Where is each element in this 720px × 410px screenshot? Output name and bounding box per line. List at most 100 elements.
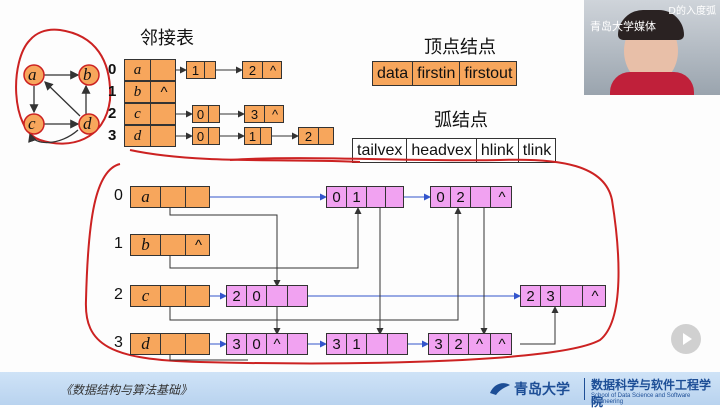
adj-vertex-row: a [124, 59, 176, 81]
play-icon [683, 333, 692, 345]
graph-node [78, 113, 100, 135]
adj-list-node: 2 [298, 127, 334, 145]
adj-index: 3 [108, 127, 117, 144]
arc-tail: 2 [521, 286, 541, 306]
arc-tlink: ^ [498, 188, 506, 206]
arc-tlink [386, 187, 405, 207]
ol-arc-node: 0 2 ^ [430, 186, 512, 208]
arc-tlink: ^ [591, 287, 599, 305]
arc-field: headvex [407, 139, 477, 162]
arc-hlink: ^ [267, 334, 288, 354]
arc-tail: 3 [327, 334, 347, 354]
play-button[interactable] [671, 324, 701, 354]
adj-list-node: 0 [192, 105, 220, 123]
ol-arc-node: 3 1 [326, 333, 408, 355]
vertex-node-title: 顶点结点 [424, 37, 496, 58]
ol-vertex: c [131, 286, 161, 306]
adj-index: 2 [108, 105, 117, 122]
presenter-shirt [610, 72, 694, 95]
graph-diagram [15, 28, 620, 365]
graph-edge [44, 81, 81, 117]
ol-index: 3 [114, 334, 123, 351]
ol-arc-node: 0 1 [326, 186, 404, 208]
adj-vertex: a [125, 60, 151, 80]
annotation-stroke [15, 28, 112, 145]
ol-firstout [186, 187, 211, 207]
arc-hlink [561, 286, 583, 306]
ol-index: 1 [114, 235, 123, 252]
arc-field: tailvex [353, 139, 408, 162]
adj-node-link [319, 128, 335, 144]
university-logo [488, 377, 512, 401]
adj-node-link [261, 128, 273, 144]
adj-node-value: 0 [193, 106, 209, 122]
vertex-field: firstin [413, 62, 461, 85]
arc-field: hlink [477, 139, 519, 162]
annotation-stroke [84, 157, 620, 365]
arc-tail: 0 [431, 187, 451, 207]
arc-head: 3 [541, 286, 561, 306]
graph-node [23, 113, 45, 135]
adj-node-value: 2 [299, 128, 319, 144]
presenter-hair [618, 10, 684, 40]
vertex-field: firstout [464, 64, 513, 82]
arc-head: 2 [449, 334, 469, 354]
adj-vertex-row: d [124, 125, 176, 147]
graph-node-label: a [28, 65, 37, 84]
arc-field: tlink [522, 141, 552, 159]
graph-node-label: c [28, 114, 36, 133]
arc-tail: 3 [429, 334, 449, 354]
adj-list-node: 0 [192, 127, 220, 145]
arc-hlink [367, 187, 386, 207]
graph-node [23, 64, 45, 86]
arc-head: 1 [347, 187, 367, 207]
ol-arc-node: 3 2 ^ ^ [428, 333, 512, 355]
ol-firstin [161, 334, 186, 354]
ol-pointer [520, 306, 559, 345]
ol-pointer [169, 207, 462, 321]
ol-index: 0 [114, 187, 123, 204]
adj-node-value: 0 [193, 128, 209, 144]
university-name: 青岛大学 [514, 382, 570, 398]
arc-tlink [288, 286, 309, 306]
ol-vertex: d [131, 334, 161, 354]
video-overlay-text: D的入度弧 [668, 6, 716, 17]
footer-divider [584, 378, 585, 400]
adj-pointer-cell [151, 126, 177, 146]
adjacency-list-title: 邻接表 [140, 28, 194, 49]
arc-tail: 2 [227, 286, 247, 306]
adj-node-null: ^ [269, 62, 277, 78]
adj-node-value: 2 [243, 62, 263, 78]
ol-vertex-node: c [130, 285, 210, 307]
arc-tlink [388, 334, 409, 354]
adj-vertex-row: c [124, 103, 176, 125]
ol-firstin [161, 187, 186, 207]
footer-bar: 《数据结构与算法基础》 青岛大学 数据科学与软件工程学院 School of D… [0, 372, 720, 409]
adj-node-link [209, 128, 221, 144]
arc-node-title: 弧结点 [434, 110, 488, 131]
arc-hlink [471, 187, 491, 207]
ol-arc-node: 2 3 ^ [520, 285, 606, 307]
arc-head: 0 [247, 286, 267, 306]
arc-head: 1 [347, 334, 367, 354]
annotation-stroke [129, 149, 361, 163]
video-overlay-sub: 青岛大学媒体 [590, 20, 656, 33]
adj-vertex-row: b ^ [124, 81, 176, 103]
arc-hlink [267, 286, 288, 306]
book-title: 《数据结构与算法基础》 [60, 383, 193, 397]
arc-head: 2 [451, 187, 471, 207]
ol-firstin [161, 235, 186, 255]
adj-vertex: d [125, 126, 151, 146]
ol-vertex-node: a [130, 186, 210, 208]
arc-head: 0 [247, 334, 267, 354]
graph-node-label: d [83, 114, 92, 133]
ol-firstout [186, 334, 211, 354]
ol-firstout [186, 286, 211, 306]
arc-hlink [367, 334, 388, 354]
ol-pointer [169, 355, 248, 361]
adj-null: ^ [160, 83, 168, 101]
adj-list-node: 2 ^ [242, 61, 282, 79]
adj-node-value: 1 [187, 62, 205, 78]
adj-node-link [205, 62, 217, 78]
ol-firstin [161, 286, 186, 306]
